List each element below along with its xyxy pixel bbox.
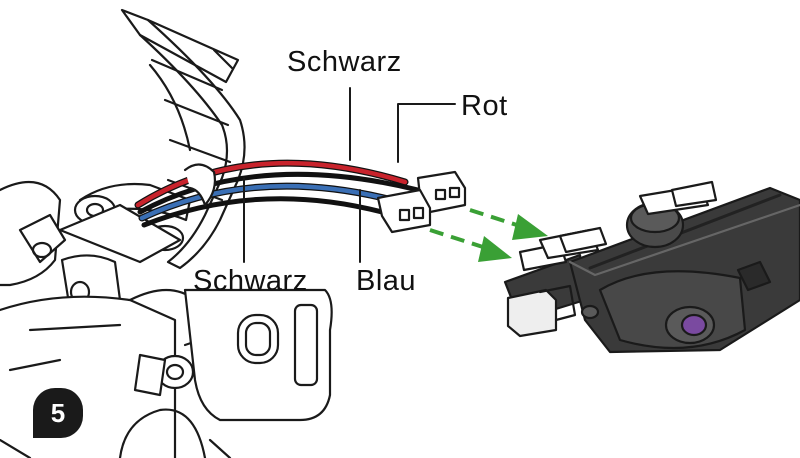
arrow-head-lower xyxy=(478,236,512,262)
sensor-module xyxy=(503,180,800,354)
label-rot: Rot xyxy=(461,90,508,122)
cable-guide-part xyxy=(58,8,246,270)
wire-bundle xyxy=(134,159,421,228)
dashed-green-arrow-icon xyxy=(429,208,521,250)
arrow-head-upper xyxy=(512,214,548,240)
label-schwarz-top: Schwarz xyxy=(287,46,402,78)
wire-connectors xyxy=(376,170,467,234)
step-number-badge: 5 xyxy=(33,388,83,438)
label-blau: Blau xyxy=(356,265,417,297)
leader-lines xyxy=(243,87,456,263)
label-schwarz-bottom: Schwarz xyxy=(193,265,308,297)
robot-body-part xyxy=(0,180,333,458)
